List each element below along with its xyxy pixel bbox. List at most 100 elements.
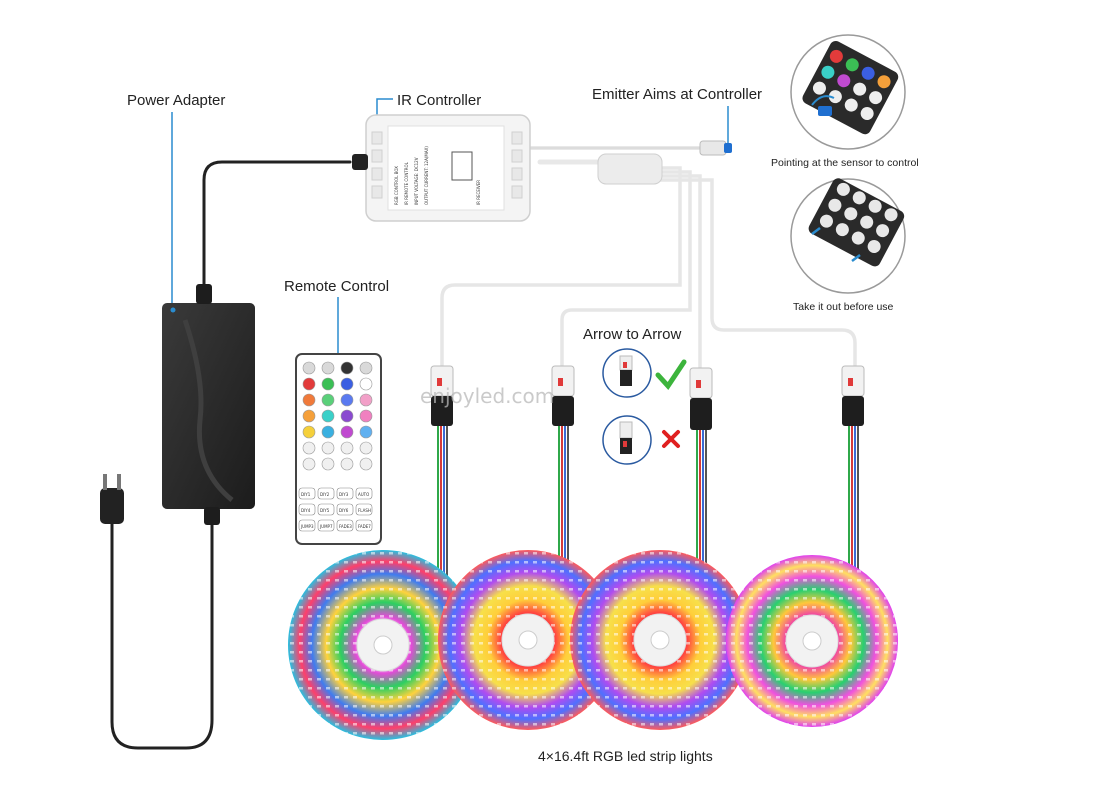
mini-remote-key xyxy=(867,240,881,254)
mini-remote-key xyxy=(884,208,898,222)
controller-text-1: RGB CONTROL BOX xyxy=(394,166,399,205)
mini-remote-key xyxy=(852,191,866,205)
remote-key xyxy=(340,361,354,375)
take-out-inset xyxy=(790,178,906,294)
remote-key xyxy=(340,409,354,423)
connector-4 xyxy=(841,365,865,426)
remote-key xyxy=(321,377,335,391)
remote-key xyxy=(336,519,354,532)
controller-text-4: OUTPUT CURRENT: 12A(MAX) xyxy=(424,146,429,205)
remote-key-jump7: JUMP7 xyxy=(319,524,333,529)
check-icon xyxy=(655,359,687,391)
mini-remote-key xyxy=(845,58,859,72)
mini-remote-key xyxy=(812,81,826,95)
led-reels xyxy=(288,550,898,740)
remote-key xyxy=(298,503,316,516)
remote-key xyxy=(302,409,316,423)
remote-control: DIY1 DIY2 DIY3 AUTO DIY4 DIY5 DIY6 FLASH… xyxy=(295,353,382,545)
remote-key xyxy=(321,425,335,439)
remote-key xyxy=(340,425,354,439)
remote-key xyxy=(302,361,316,375)
remote-key xyxy=(321,409,335,423)
remote-key xyxy=(340,393,354,407)
remote-key xyxy=(359,441,373,455)
controller-text-5: IR RECEIVER xyxy=(476,180,481,205)
mini-remote-key xyxy=(844,98,858,112)
mini-remote-key xyxy=(853,82,867,96)
remote-key xyxy=(317,487,335,500)
emitter-label: Emitter Aims at Controller xyxy=(592,86,762,103)
remote-key xyxy=(298,519,316,532)
remote-key xyxy=(298,487,316,500)
cross-icon xyxy=(662,430,680,448)
led-reel-3 xyxy=(570,550,750,730)
remote-key-diy2: DIY2 xyxy=(320,492,330,497)
power-adapter-label: Power Adapter xyxy=(127,92,225,109)
remote-key xyxy=(321,361,335,375)
remote-key xyxy=(302,425,316,439)
remote-key xyxy=(359,409,373,423)
arrow-correct-inset xyxy=(602,348,687,398)
remote-key xyxy=(355,487,373,500)
remote-key xyxy=(321,393,335,407)
mini-remote-key xyxy=(876,224,890,238)
remote-key xyxy=(317,503,335,516)
remote-key xyxy=(359,425,373,439)
remote-key xyxy=(302,393,316,407)
remote-key xyxy=(359,361,373,375)
mini-remote-key xyxy=(835,223,849,237)
led-reel-4 xyxy=(726,555,898,727)
cable-splitter xyxy=(597,153,663,185)
remote-key xyxy=(355,503,373,516)
remote-key xyxy=(321,441,335,455)
remote-key-auto: AUTO xyxy=(358,492,369,497)
pointing-inset xyxy=(790,34,906,150)
ir-emitter xyxy=(699,140,732,156)
connector-1 xyxy=(430,365,454,426)
arrow-to-arrow-label: Arrow to Arrow xyxy=(583,326,682,343)
remote-key xyxy=(302,441,316,455)
remote-key xyxy=(359,457,373,471)
remote-key-diy3: DIY3 xyxy=(339,492,349,497)
power-adapter xyxy=(162,284,255,525)
arrow-wrong-inset xyxy=(602,415,680,465)
cables xyxy=(110,146,859,750)
controller-text-2: IR REMOTE CONTROL xyxy=(404,161,409,205)
mini-remote-key xyxy=(828,198,842,212)
ir-controller-label: IR Controller xyxy=(397,92,481,109)
remote-key xyxy=(321,457,335,471)
remote-key xyxy=(340,457,354,471)
remote-key xyxy=(317,519,335,532)
mini-remote-key xyxy=(829,49,843,63)
watermark: enjoyled.com xyxy=(420,384,554,408)
remote-key-diy5: DIY5 xyxy=(320,508,330,513)
mini-remote-key xyxy=(821,65,835,79)
mini-remote-key xyxy=(836,182,850,196)
mini-remote-key xyxy=(860,107,874,121)
ir-controller-box: RGB CONTROL BOX IR REMOTE CONTROL INPUT … xyxy=(352,114,531,222)
controller-text-3: INPUT VOLTAGE: DC12V xyxy=(414,157,419,205)
mini-remote-key xyxy=(860,215,874,229)
mini-remote-key xyxy=(851,231,865,245)
connector-2 xyxy=(551,365,575,426)
strip-connectors xyxy=(430,365,865,430)
remote-key xyxy=(359,393,373,407)
mini-remote-key xyxy=(828,90,842,104)
remote-key-diy6: DIY6 xyxy=(339,508,349,513)
pointing-caption: Pointing at the sensor to control xyxy=(771,157,919,169)
remote-key-diy1: DIY1 xyxy=(301,492,311,497)
mini-remote-key xyxy=(819,214,833,228)
remote-key xyxy=(340,377,354,391)
mini-remote-key xyxy=(868,199,882,213)
mini-remote-key xyxy=(877,75,891,89)
remote-key xyxy=(336,503,354,516)
ac-plug xyxy=(100,474,124,524)
mini-remote-key xyxy=(869,91,883,105)
remote-key-diy4: DIY4 xyxy=(301,508,311,513)
strip-caption: 4×16.4ft RGB led strip lights xyxy=(538,748,713,764)
remote-key xyxy=(340,441,354,455)
remote-key xyxy=(302,377,316,391)
remote-key xyxy=(336,487,354,500)
remote-key xyxy=(355,519,373,532)
